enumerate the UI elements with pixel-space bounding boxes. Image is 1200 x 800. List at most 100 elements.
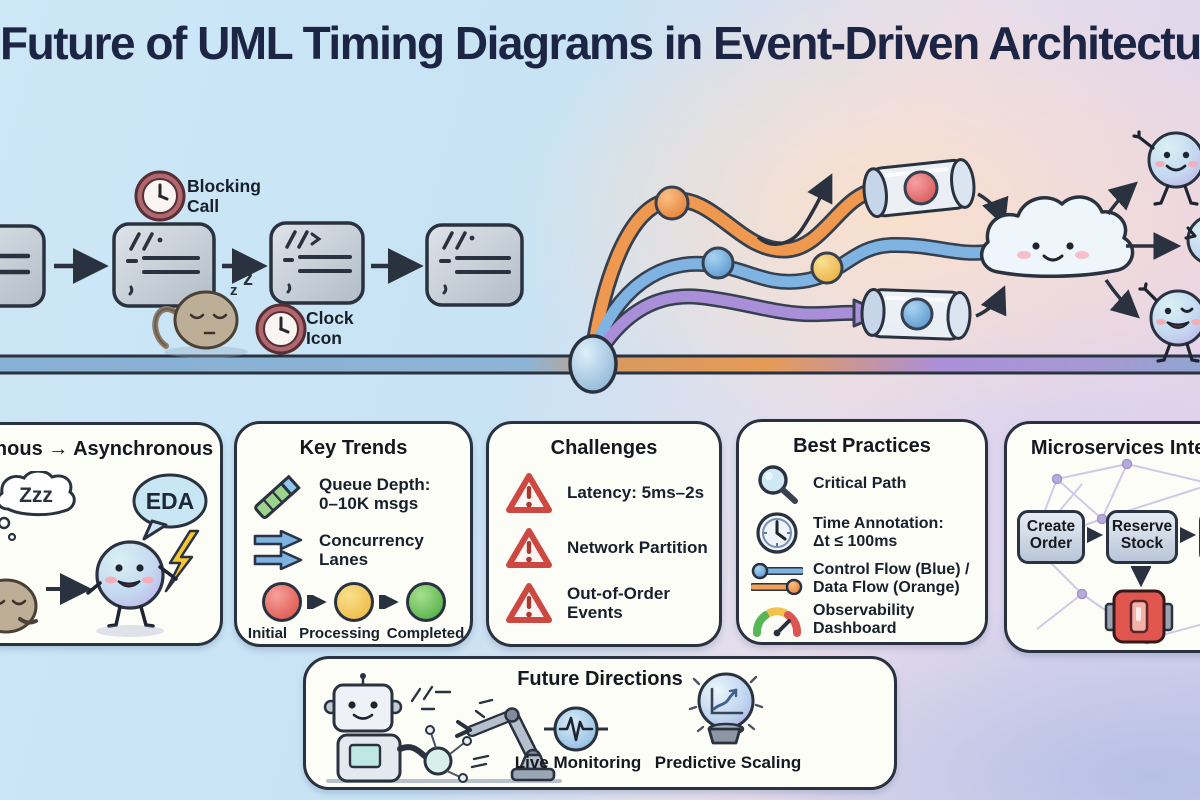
time-annotation-label: Time Annotation: Δt ≤ 100ms <box>813 515 944 550</box>
clock-icon <box>255 303 307 355</box>
service-arrow-icon <box>1180 527 1197 543</box>
card-title: Future Directions <box>517 668 683 690</box>
control-flow-stream-blue <box>586 239 994 366</box>
state-labels: Initial Processing Completed <box>237 625 470 642</box>
bubble-character <box>1184 217 1200 263</box>
code-block-icon <box>269 221 365 305</box>
event-streams <box>583 181 996 370</box>
thought-bubble-text: Zzz <box>19 484 53 507</box>
challenge-row-out-of-order: Out-of-Order Events <box>505 581 719 625</box>
practice-row-observability: Observability Dashboard <box>751 602 985 638</box>
queue-pipe-top <box>862 158 976 219</box>
state-lifecycle <box>237 582 470 622</box>
service-arrow-icon <box>1087 527 1104 543</box>
timeline-event-sphere <box>568 334 618 394</box>
event-ball-blue <box>701 246 735 280</box>
control-data-flow-icon <box>751 562 803 595</box>
predictive-scaling-label: Predictive Scaling <box>654 753 802 772</box>
card-title: Key Trends <box>299 437 408 459</box>
card-future-directions: Future Directions <box>303 656 897 790</box>
warning-triangle-icon <box>505 526 553 570</box>
state-ball-completed <box>405 582 446 622</box>
page-title: Future of UML Timing Diagrams in Event-D… <box>0 17 1200 69</box>
gauge-icon <box>751 602 803 638</box>
code-block-icon <box>112 222 216 308</box>
card-key-trends: Key Trends Queue Depth: 0–10K msgs <box>234 421 473 647</box>
cloud-fanout-arrow <box>1104 279 1140 319</box>
eda-bubble-character <box>86 540 178 637</box>
challenge-row-latency: Latency: 5ms–2s <box>505 471 719 515</box>
trend-row-concurrency: Concurrency Lanes <box>253 530 470 570</box>
critical-path-label: Critical Path <box>813 475 907 493</box>
warning-triangle-icon <box>505 471 553 515</box>
queued-ball-red <box>903 170 939 206</box>
card-sync-to-async: Synchronous → Asynchronous Zzz E <box>0 422 223 646</box>
state-ball-processing <box>333 582 374 622</box>
flows-label: Control Flow (Blue) / Data Flow (Orange) <box>813 561 970 596</box>
speech-bubble <box>132 473 208 541</box>
magnifier-icon <box>751 463 803 505</box>
down-arrow-icon <box>1131 566 1151 588</box>
predictive-scaling-icon <box>688 672 764 745</box>
state-arrow-icon <box>306 595 327 609</box>
practice-row-flows: Control Flow (Blue) / Data Flow (Orange) <box>751 561 985 597</box>
sleeping-rock-character <box>152 290 248 358</box>
challenge-row-partition: Network Partition <box>505 526 719 570</box>
event-ball-orange <box>654 185 690 221</box>
code-block-icon <box>425 223 524 307</box>
observability-label: Observability Dashboard <box>813 601 915 637</box>
bubble-character <box>1138 282 1200 363</box>
card-microservices: Microservices Integration Create Order R… <box>1004 421 1200 653</box>
speech-bubble-text: EDA <box>146 488 195 514</box>
card-best-practices: Best Practices Critical Path <box>736 419 988 645</box>
service-box-create-order: Create Order <box>1017 510 1085 564</box>
state-label-completed: Completed <box>386 625 465 642</box>
clock-icon-label: Clock Icon <box>306 308 354 348</box>
sleep-z-small: z <box>230 282 238 299</box>
pipe-to-cloud-arrow <box>975 285 1007 318</box>
cloud-fanout-arrow <box>1106 181 1138 216</box>
network-partition-label: Network Partition <box>567 538 708 558</box>
live-monitoring-icon <box>544 706 608 752</box>
queue-pipe-bottom <box>860 287 972 341</box>
service-box-reserve-stock: Reserve Stock <box>1106 510 1178 564</box>
state-label-initial: Initial <box>247 625 288 642</box>
data-flow-stream-orange <box>586 184 882 363</box>
sync-async-illustration: Zzz EDA <box>0 471 208 637</box>
sleep-z-big: z <box>243 268 253 290</box>
card-title: Microservices Integration <box>1030 437 1200 459</box>
queued-ball-blue <box>900 297 934 331</box>
clock-icon <box>134 170 186 222</box>
lightning-bolt-icon <box>164 529 200 593</box>
latency-label: Latency: 5ms–2s <box>567 483 705 503</box>
concurrency-lanes-icon <box>253 530 307 570</box>
compensation-component-icon <box>1104 589 1174 644</box>
card-title: Challenges <box>550 437 658 459</box>
out-of-order-label: Out-of-Order Events <box>567 583 670 622</box>
stream-purple <box>587 290 862 368</box>
warning-triangle-icon <box>505 581 553 625</box>
state-arrow-icon <box>378 595 399 609</box>
trend-row-queue-depth: Queue Depth: 0–10K msgs <box>253 468 470 520</box>
state-ball-initial <box>261 582 302 622</box>
code-block-icon <box>0 224 46 308</box>
bubble-character <box>1132 130 1200 206</box>
blocking-call-label: Blocking Call <box>187 176 261 216</box>
queue-depth-ruler-icon <box>253 468 307 520</box>
thought-bubble <box>0 471 76 542</box>
timing-diagram-illustration <box>0 130 1200 394</box>
live-monitoring-label: Live Monitoring <box>514 753 642 772</box>
cloud-character <box>979 195 1135 278</box>
card-title: Synchronous → Asynchronous <box>0 438 214 460</box>
practice-row-critical-path: Critical Path <box>751 463 985 505</box>
queue-depth-label: Queue Depth: 0–10K msgs <box>319 474 431 513</box>
robot-illustration <box>323 673 562 783</box>
wavy-arrow <box>756 173 833 246</box>
event-ball-yellow <box>810 251 844 285</box>
card-challenges: Challenges Latency: 5ms–2s Network Parti… <box>486 421 722 647</box>
time-annotation-clock-icon <box>751 510 803 556</box>
state-label-processing: Processing <box>299 625 380 642</box>
sleeping-rock-character <box>0 578 38 634</box>
practice-row-time-annotation: Time Annotation: Δt ≤ 100ms <box>751 510 985 556</box>
